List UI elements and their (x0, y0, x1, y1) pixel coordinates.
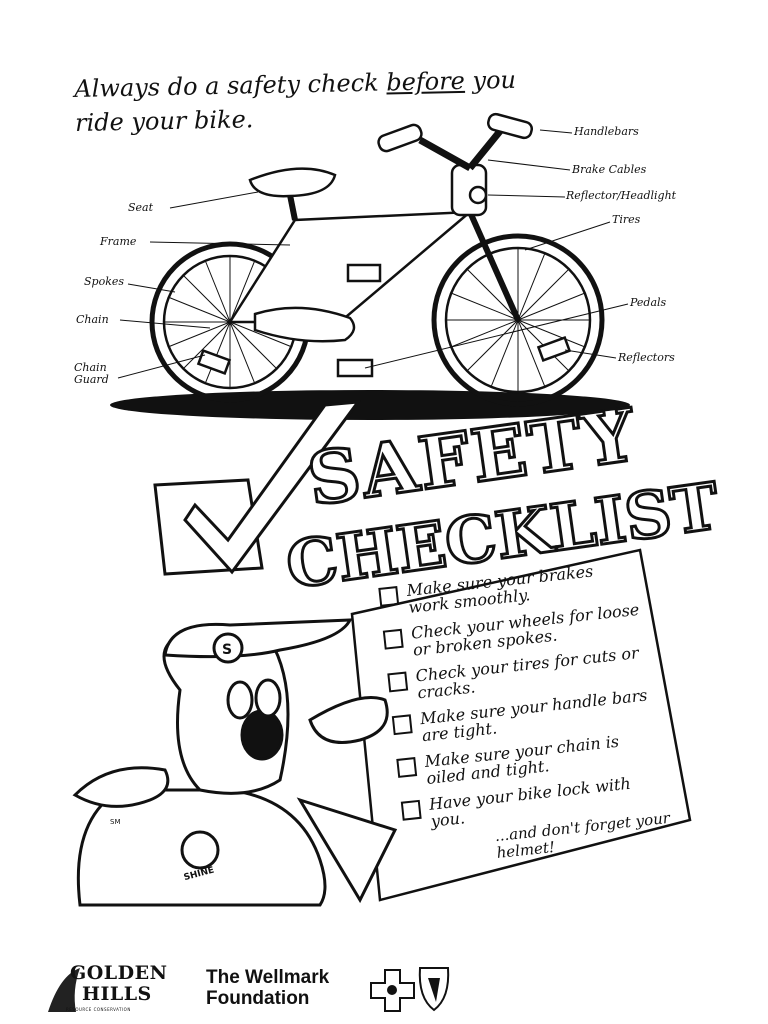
mascot-cap-letter: S (222, 642, 232, 658)
label-frame: Frame (100, 235, 137, 248)
bicycle-illustration (149, 112, 605, 407)
label-reflectors: Reflectors (618, 351, 675, 364)
wellmark-line2: Foundation (206, 988, 310, 1009)
checkbox-icon (387, 671, 409, 693)
golden-hills-tagline: RESOURCE CONSERVATION (66, 1007, 131, 1012)
safety-checklist: Make sure your brakes work smoothly. Che… (378, 555, 697, 872)
label-chain: Chain (76, 313, 109, 326)
checkbox-icon (378, 585, 400, 607)
label-chain-guard: Chain Guard (74, 361, 109, 386)
shield-logo (418, 967, 450, 1012)
label-spokes: Spokes (84, 275, 125, 288)
checkbox-icon (396, 757, 418, 778)
cross-logo (370, 969, 415, 1012)
mascot-dog-illustration (72, 618, 398, 907)
label-handlebars: Handlebars (574, 125, 639, 138)
artist-initials: SM (110, 818, 121, 826)
checkbox-icon (400, 799, 422, 821)
checkbox-graphic (153, 400, 362, 576)
wellmark-foundation-logo: The Wellmark Foundation (206, 967, 329, 1009)
label-reflector-headlight: Reflector/Headlight (566, 189, 677, 202)
checklist-paper (350, 548, 692, 902)
checkbox-icon (382, 628, 404, 650)
label-seat: Seat (128, 201, 154, 214)
label-tires: Tires (612, 213, 641, 226)
golden-hills-line1: GOLDEN (70, 962, 168, 984)
label-brake-cables: Brake Cables (572, 163, 647, 176)
footer-logos: GOLDEN HILLS RESOURCE CONSERVATION The W… (0, 955, 768, 1024)
label-pedals: Pedals (630, 296, 667, 309)
golden-hills-line2: HILLS (82, 983, 152, 1005)
label-leaders (117, 129, 629, 379)
golden-hills-logo-mark (48, 968, 80, 1012)
golden-hills-logo: GOLDEN HILLS (70, 963, 167, 1005)
wellmark-line1: The Wellmark (206, 967, 330, 988)
checkbox-icon (391, 714, 413, 736)
